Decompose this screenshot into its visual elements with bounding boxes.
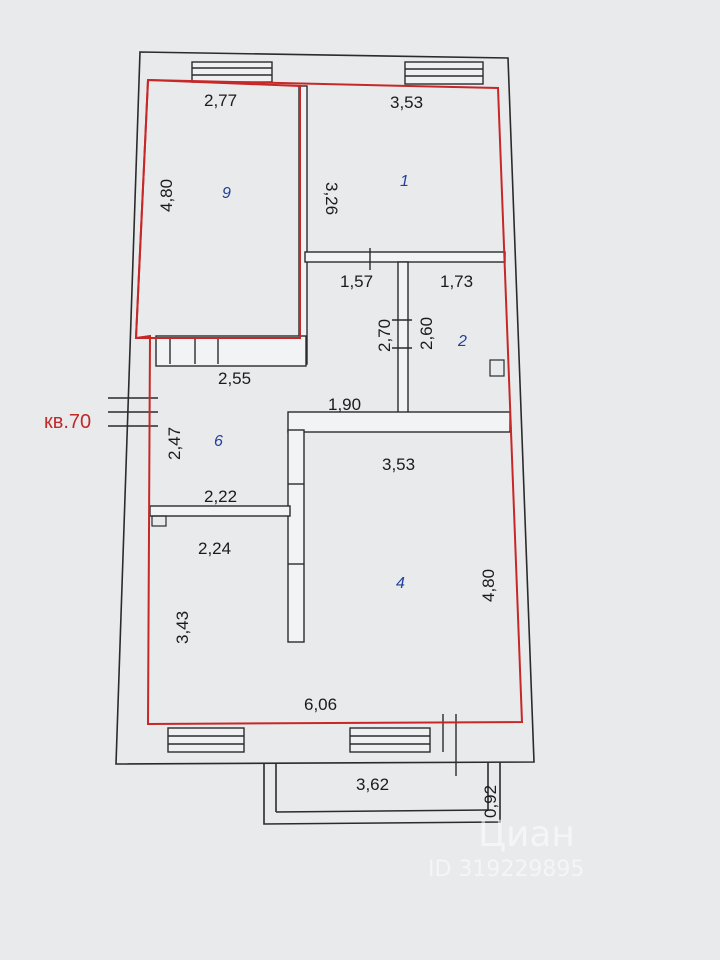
dim-r1-height: 3,26 [322,182,341,215]
dim-balcony-width: 3,62 [356,775,389,794]
dim-balcony-depth: 0,92 [481,785,500,818]
window-bottom-right [349,727,431,753]
watermark-brand: Циан [478,814,575,855]
interior-walls [149,85,511,643]
balcony-outline [263,762,501,825]
dim-r6-height: 2,47 [165,427,184,460]
room-9-number: 9 [222,185,231,202]
window-top-right [404,61,484,85]
room-4-number: 4 [396,575,405,592]
dim-r1-width: 3,53 [390,93,423,112]
dim-r9-bottom: 2,55 [218,369,251,388]
room-2-number: 2 [457,333,467,350]
dim-r2-width: 1,73 [440,272,473,291]
dim-hall-top: 1,57 [340,272,373,291]
window-bottom-left [167,727,245,753]
room-9-outline [134,78,301,339]
dim-hall-bottom: 1,90 [328,395,361,414]
dim-r4-height: 4,80 [479,569,498,602]
dim-hall-height: 2,70 [375,319,394,352]
dim-r9-width: 2,77 [204,91,237,110]
dim-small-height: 3,43 [173,611,192,644]
room-6-number: 6 [214,433,223,450]
window-top-left [191,61,273,83]
watermark-id: ID 319229895 [428,857,584,882]
dim-total-width: 6,06 [304,695,337,714]
outer-wall [115,51,535,765]
balcony-inner-bottom [275,809,489,813]
apartment-label: кв.70 [44,411,91,433]
room-1-number: 1 [400,173,409,190]
dim-small-width: 2,24 [198,539,231,558]
balcony-door [442,714,457,776]
dim-r2-height: 2,60 [417,317,436,350]
dim-r6-width: 2,22 [204,487,237,506]
dim-r9-height: 4,80 [157,179,176,212]
dim-r4-width: 3,53 [382,455,415,474]
